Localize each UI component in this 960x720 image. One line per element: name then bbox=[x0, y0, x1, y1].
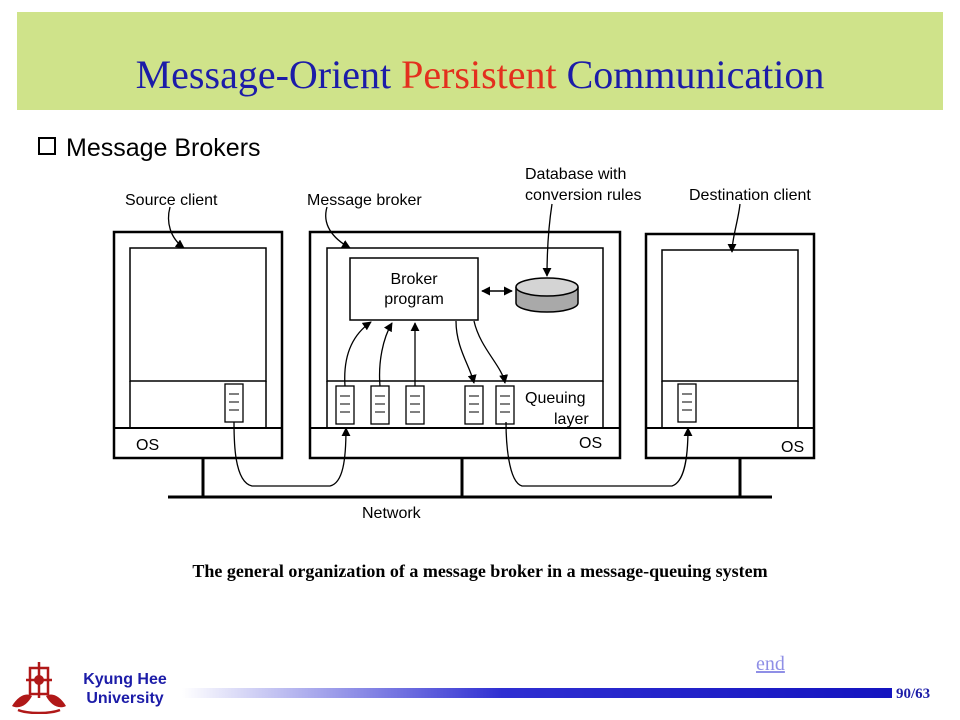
queue1-to-broker-arrow bbox=[344, 321, 372, 387]
broker-program-label-line1: Broker bbox=[390, 271, 438, 288]
queue2-to-broker-arrow bbox=[378, 322, 393, 387]
broker-os-label: OS bbox=[579, 435, 602, 452]
title-part-2: Communication bbox=[556, 52, 825, 97]
figure-caption: The general organization of a message br… bbox=[192, 561, 768, 581]
network-bus bbox=[168, 458, 772, 499]
broker-program-label-line2: program bbox=[384, 291, 444, 308]
broker-program-box bbox=[349, 257, 479, 321]
source-client-pointer bbox=[167, 206, 185, 249]
bullet-message-brokers: Message Brokers bbox=[38, 134, 261, 163]
queuing-layer-label-line2: layer bbox=[554, 411, 589, 428]
destination-queue-icon bbox=[677, 383, 697, 423]
database-cylinder-icon bbox=[515, 277, 579, 313]
database-pointer bbox=[542, 203, 553, 277]
broker-to-queue5-arrow bbox=[473, 320, 509, 384]
message-broker-machine bbox=[308, 230, 622, 460]
kyung-hee-university-logo-icon bbox=[12, 662, 66, 714]
title-accent-word: Persistent bbox=[401, 52, 557, 97]
university-line-1: Kyung Hee bbox=[83, 671, 167, 688]
source-os-label: OS bbox=[136, 437, 159, 454]
source-to-broker-path bbox=[233, 421, 351, 487]
broker-to-destination-path bbox=[505, 421, 693, 487]
source-queue-icon bbox=[224, 383, 244, 423]
source-client-label: Source client bbox=[125, 192, 218, 209]
checkbox-bullet-icon bbox=[38, 137, 56, 155]
message-broker-label: Message broker bbox=[307, 192, 422, 209]
destination-client-machine bbox=[644, 232, 816, 460]
destination-client-label: Destination client bbox=[689, 187, 811, 204]
broker-to-queue4-arrow bbox=[455, 320, 477, 384]
queuing-layer-label-line1: Queuing bbox=[525, 390, 586, 407]
footer-gradient-bar bbox=[182, 688, 892, 698]
slide-title: Message-Orient Persistent Communication bbox=[17, 52, 943, 98]
end-link[interactable]: end bbox=[756, 653, 785, 675]
destination-os-label: OS bbox=[781, 439, 804, 456]
title-banner: Message-Orient Persistent Communication bbox=[17, 12, 943, 110]
page-number: 90/63 bbox=[896, 686, 931, 702]
network-label: Network bbox=[362, 505, 422, 522]
university-line-2: University bbox=[86, 690, 164, 707]
bullet-text: Message Brokers bbox=[66, 134, 261, 162]
title-part-1: Message-Orient bbox=[135, 52, 402, 97]
database-label-line2: conversion rules bbox=[525, 187, 642, 204]
broker-queues bbox=[335, 385, 515, 425]
source-client-machine bbox=[112, 230, 284, 460]
database-label-line1: Database with bbox=[525, 166, 626, 183]
message-broker-pointer bbox=[325, 206, 351, 249]
destination-client-pointer bbox=[727, 203, 741, 253]
